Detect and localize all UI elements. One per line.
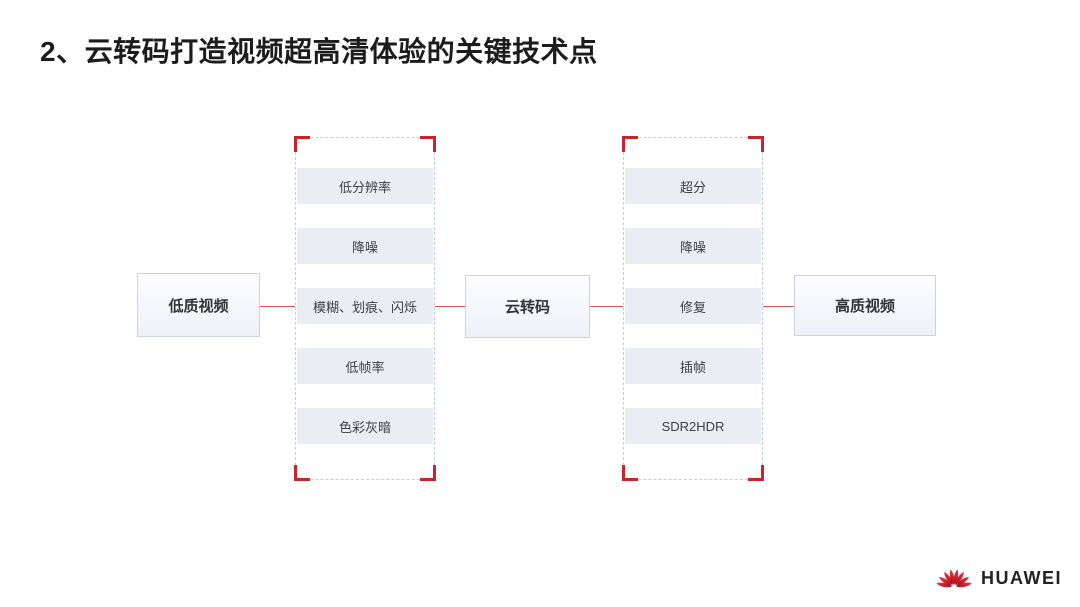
list-item: 修复 xyxy=(625,288,761,324)
corner-bracket-icon xyxy=(622,136,638,152)
corner-bracket-icon xyxy=(748,136,764,152)
page-title: 2、云转码打造视频超高清体验的关键技术点 xyxy=(40,36,598,67)
connector-line-left-center xyxy=(435,306,465,307)
huawei-logo: HUAWEI xyxy=(935,568,1062,589)
list-item: 降噪 xyxy=(297,228,433,264)
connector-line-left xyxy=(260,306,295,307)
node-label: 云转码 xyxy=(504,299,550,316)
corner-bracket-icon xyxy=(420,465,436,481)
list-item: 插帧 xyxy=(625,348,761,384)
huawei-wordmark: HUAWEI xyxy=(981,568,1062,588)
node-low-quality-video: 低质视频 xyxy=(137,273,260,337)
list-item: 低分辨率 xyxy=(297,168,433,204)
list-item: 超分 xyxy=(625,168,761,204)
node-high-quality-video: 高质视频 xyxy=(794,275,936,336)
corner-bracket-icon xyxy=(294,465,310,481)
group-video-defects: 低分辨率 降噪 模糊、划痕、闪烁 低帧率 色彩灰暗 xyxy=(294,136,436,481)
group-transcode-techniques: 超分 降噪 修复 插帧 SDR2HDR xyxy=(622,136,764,481)
list-item: SDR2HDR xyxy=(625,408,761,444)
list-item: 色彩灰暗 xyxy=(297,408,433,444)
list-item: 模糊、划痕、闪烁 xyxy=(297,288,433,324)
connector-line-right xyxy=(763,306,794,307)
corner-bracket-icon xyxy=(294,136,310,152)
node-label: 高质视频 xyxy=(834,298,895,315)
huawei-flower-icon xyxy=(936,569,972,588)
corner-bracket-icon xyxy=(748,465,764,481)
corner-bracket-icon xyxy=(420,136,436,152)
node-label: 低质视频 xyxy=(168,297,229,315)
node-cloud-transcoding: 云转码 xyxy=(465,275,590,338)
corner-bracket-icon xyxy=(622,465,638,481)
list-item: 降噪 xyxy=(625,228,761,264)
connector-line-center-right xyxy=(590,306,623,307)
list-item: 低帧率 xyxy=(297,348,433,384)
